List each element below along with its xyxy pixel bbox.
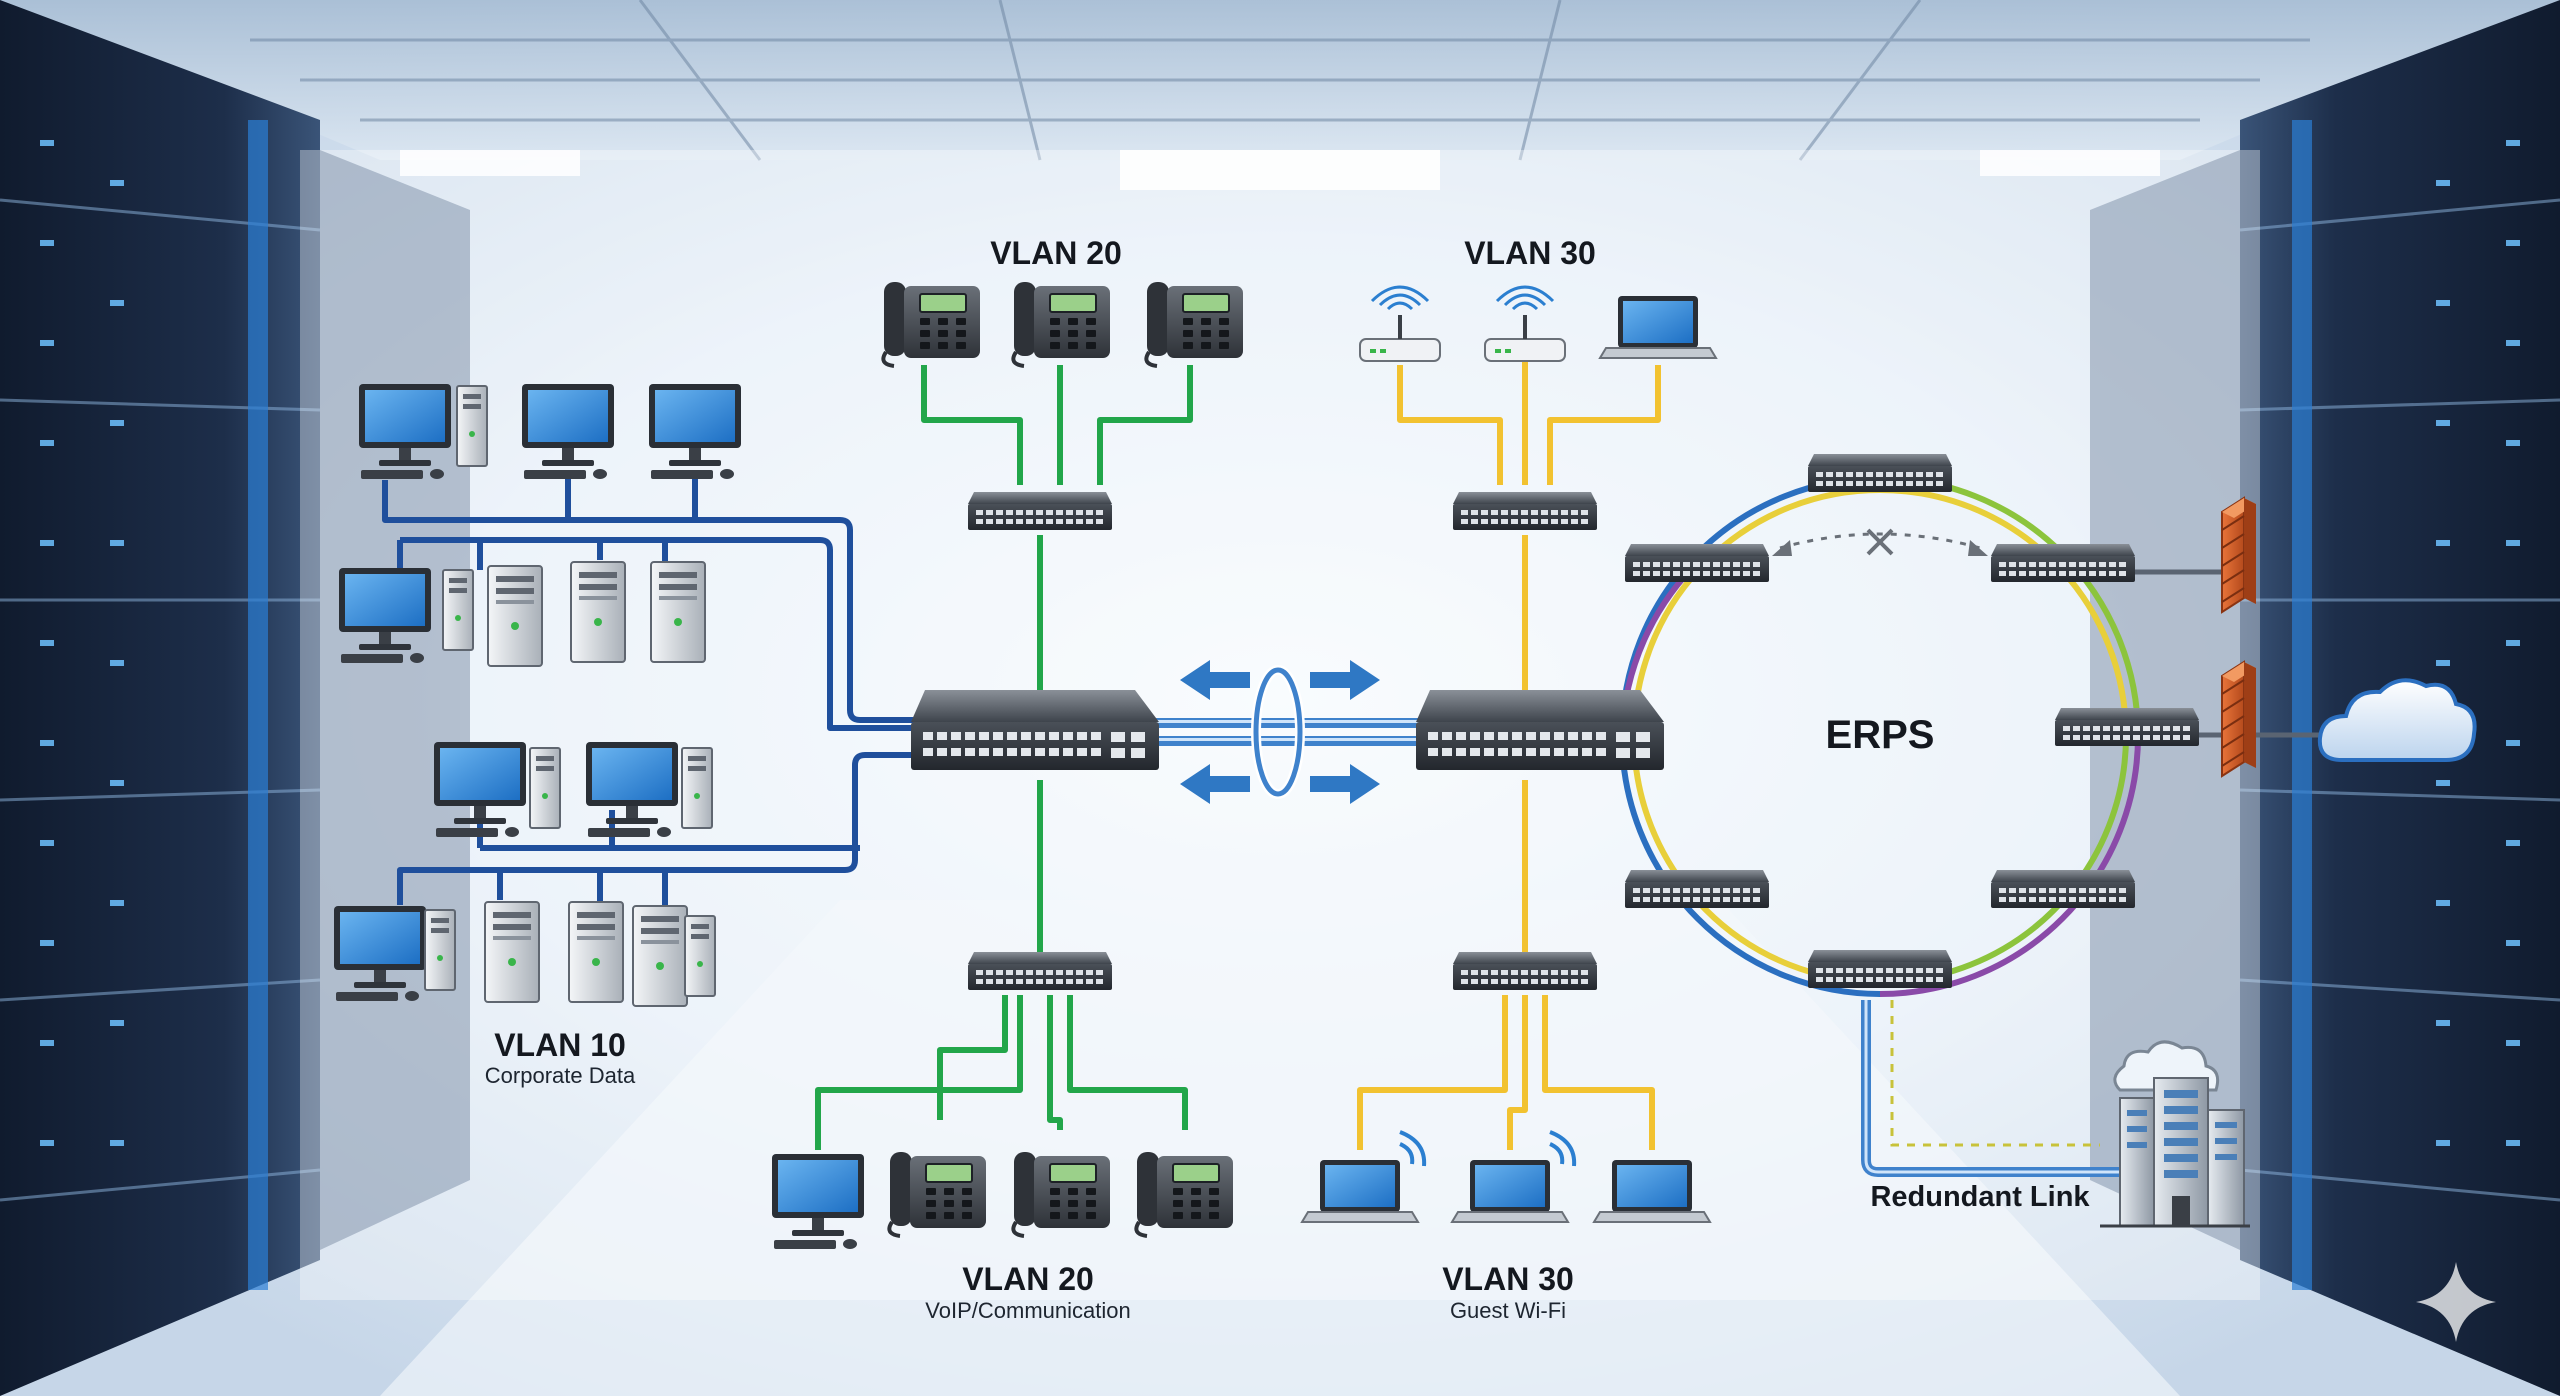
core-switch-left <box>911 690 1159 770</box>
ip-phone-icon <box>881 280 982 368</box>
tower-server-icon <box>650 561 706 663</box>
network-switch-icon <box>1625 544 1769 582</box>
tower-server-icon <box>424 909 456 991</box>
tower-server-icon <box>684 915 716 997</box>
vlan30-sublabel: Guest Wi-Fi <box>1450 1298 1566 1323</box>
vlan20-top-label: VLAN 20 <box>990 235 1122 271</box>
tower-server-icon <box>442 569 474 651</box>
cloud-icon <box>2317 678 2477 762</box>
trunk-arrows <box>1180 660 1380 804</box>
vlan20-cables <box>815 365 1193 1150</box>
erps-label: ERPS <box>1826 713 1935 757</box>
tower-server-icon <box>632 905 688 1007</box>
redundant-link <box>1861 1000 2120 1177</box>
vlan20-sublabel: VoIP/Communication <box>925 1298 1130 1323</box>
labels: VLAN 20 VLAN 30 VLAN 10 Corporate Data V… <box>485 235 2091 1323</box>
arrow-left-icon <box>1180 764 1250 804</box>
tower-server-icon <box>570 561 626 663</box>
ip-phone-icon <box>1144 280 1245 368</box>
arrow-left-icon <box>1180 660 1250 700</box>
vlan30-cables <box>1357 360 1661 1150</box>
arrow-right-icon <box>1310 660 1380 700</box>
network-switch-icon <box>1808 950 1952 988</box>
network-switch-icon <box>1808 454 1952 492</box>
tower-server-icon <box>568 901 624 1003</box>
tower-server-icon <box>681 747 713 829</box>
tower-server-icon <box>487 565 543 667</box>
wifi-signal-icon <box>1399 1130 1577 1167</box>
network-switch-icon <box>1453 952 1597 990</box>
blocked-x-icon <box>1866 528 1894 556</box>
ip-phone-icon <box>887 1150 988 1238</box>
network-switch-icon <box>2055 708 2199 746</box>
vlan10-label: VLAN 10 <box>494 1027 626 1063</box>
ip-phone-icon <box>1134 1150 1235 1238</box>
ip-phone-icon <box>1011 1150 1112 1238</box>
vlan20-bottom-label: VLAN 20 <box>962 1261 1094 1297</box>
firewall-icon <box>2221 661 2257 777</box>
vlan30-devices <box>1301 285 1717 1223</box>
network-switch-icon <box>1453 492 1597 530</box>
sparkle-icon <box>2416 1262 2496 1342</box>
core-switch-right <box>1416 690 1664 770</box>
network-switch-icon <box>1625 870 1769 908</box>
redundant-link-label: Redundant Link <box>1870 1181 2090 1213</box>
ip-phone-icon <box>1011 280 1112 368</box>
vlan10-sublabel: Corporate Data <box>485 1063 636 1088</box>
datacenter-building-icon <box>2100 1040 2250 1228</box>
tower-server-icon <box>484 901 540 1003</box>
vlan30-top-label: VLAN 30 <box>1464 235 1596 271</box>
network-switch-icon <box>1991 870 2135 908</box>
network-switch-icon <box>1991 544 2135 582</box>
trunk-link <box>1150 665 1435 799</box>
network-switch-icon <box>968 952 1112 990</box>
vlan30-bottom-label: VLAN 30 <box>1442 1261 1574 1297</box>
tower-server-icon <box>529 747 561 829</box>
tower-server-icon <box>456 385 488 467</box>
network-switch-icon <box>968 492 1112 530</box>
blocked-link <box>1772 528 1988 556</box>
firewall-icon <box>2221 497 2257 613</box>
arrow-right-icon <box>1310 764 1380 804</box>
